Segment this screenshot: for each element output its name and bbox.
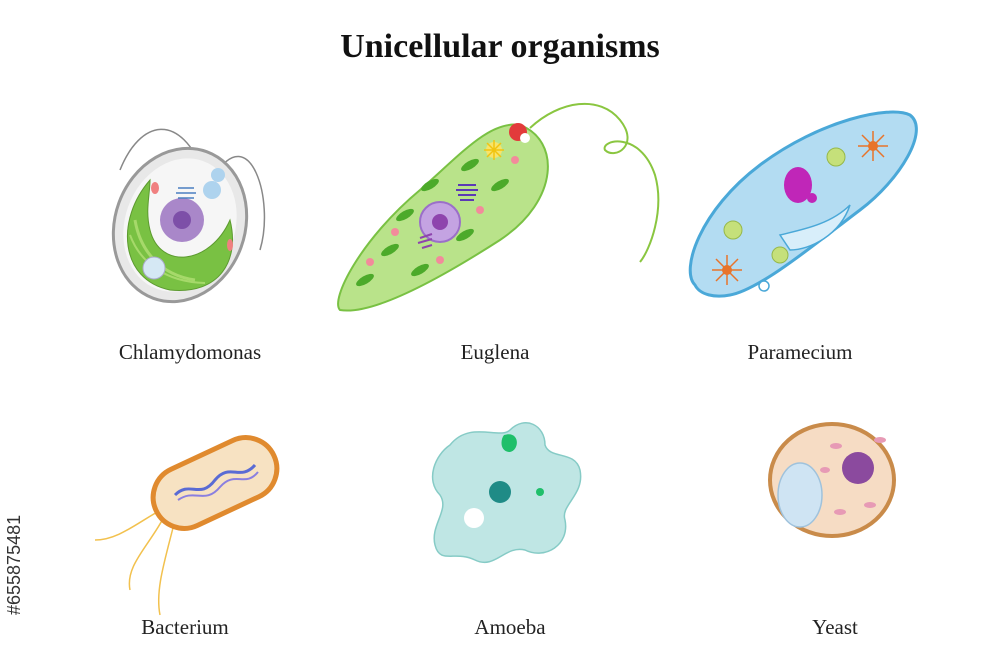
- paramecium-illustration: [688, 110, 918, 298]
- bacterium-illustration: [94, 435, 280, 616]
- chlamydomonas-illustration: [111, 128, 266, 304]
- stock-id-watermark: #655875481: [4, 515, 24, 615]
- label-euglena: Euglena: [460, 340, 530, 364]
- label-bacterium: Bacterium: [141, 615, 229, 639]
- euglena-illustration: [337, 102, 660, 312]
- diagram-title: Unicellular organisms: [340, 28, 660, 65]
- amoeba-illustration: [431, 422, 582, 563]
- svg-text:#655875481: #655875481: [4, 515, 24, 615]
- label-yeast: Yeast: [812, 615, 858, 639]
- label-paramecium: Paramecium: [747, 340, 853, 364]
- label-amoeba: Amoeba: [474, 615, 546, 639]
- yeast-illustration: [768, 422, 896, 538]
- label-chlamydomonas: Chlamydomonas: [118, 340, 262, 364]
